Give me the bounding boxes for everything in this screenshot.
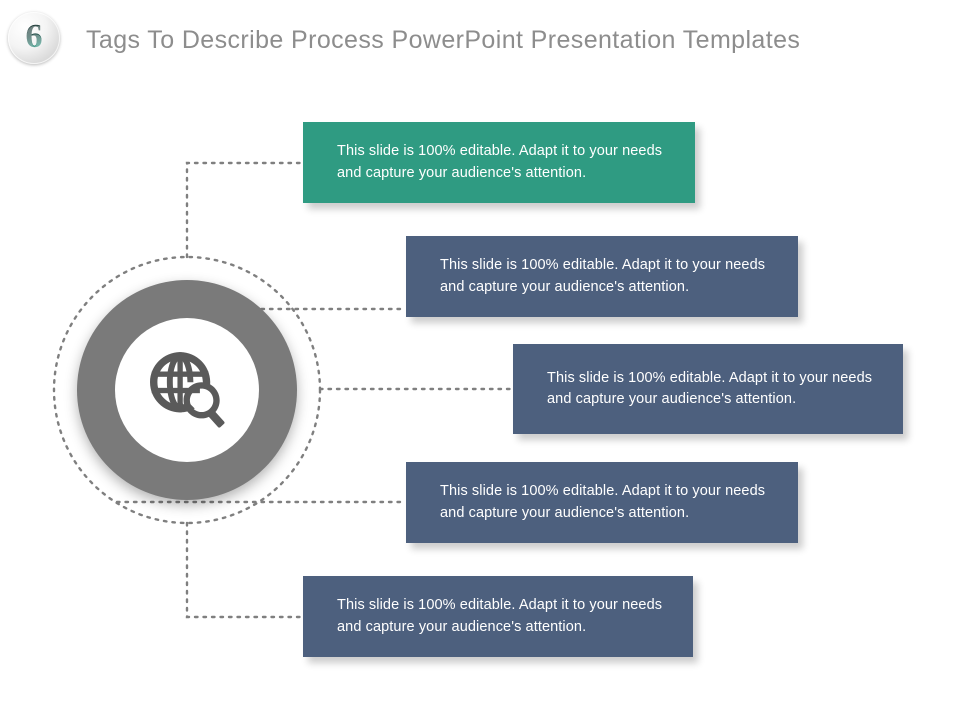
process-node-5[interactable]: This slide is 100% editable. Adapt it to… xyxy=(303,576,693,657)
globe-search-icon xyxy=(150,352,225,428)
badge-number: 6 xyxy=(25,18,43,55)
process-node-2[interactable]: This slide is 100% editable. Adapt it to… xyxy=(406,236,798,317)
process-node-1[interactable]: This slide is 100% editable. Adapt it to… xyxy=(303,122,695,203)
process-node-2-text: This slide is 100% editable. Adapt it to… xyxy=(440,257,766,295)
slide-header: 6 Tags To Describe Process PowerPoint Pr… xyxy=(0,0,960,80)
connector-node-1 xyxy=(185,161,305,259)
process-node-5-text: This slide is 100% editable. Adapt it to… xyxy=(337,597,663,635)
process-node-4[interactable]: This slide is 100% editable. Adapt it to… xyxy=(406,462,798,543)
page-title: Tags To Describe Process PowerPoint Pres… xyxy=(86,26,801,54)
connector-node-5 xyxy=(185,521,305,619)
process-node-3-text: This slide is 100% editable. Adapt it to… xyxy=(547,369,873,407)
hub-inner-disc xyxy=(115,318,259,462)
numbered-badge-icon: 6 xyxy=(8,12,60,64)
process-node-3[interactable]: This slide is 100% editable. Adapt it to… xyxy=(513,344,903,434)
diagram-canvas: This slide is 100% editable. Adapt it to… xyxy=(0,80,960,720)
process-node-1-text: This slide is 100% editable. Adapt it to… xyxy=(337,143,663,181)
hub-node[interactable] xyxy=(77,280,297,500)
process-node-4-text: This slide is 100% editable. Adapt it to… xyxy=(440,483,766,521)
